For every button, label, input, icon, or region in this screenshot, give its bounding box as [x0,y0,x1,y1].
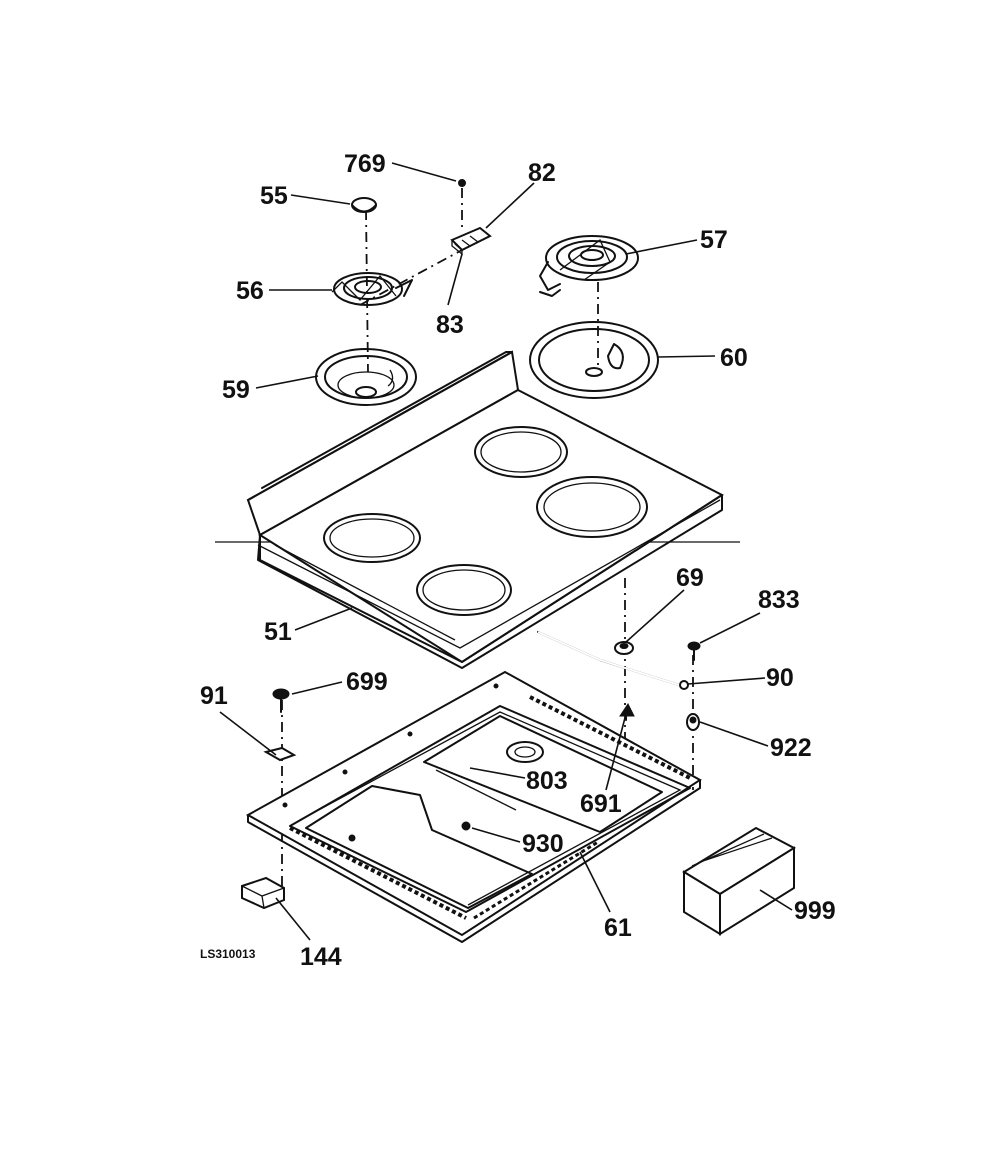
label-999: 999 [794,897,836,925]
label-91: 91 [200,682,228,710]
grommet-69[interactable] [614,641,634,655]
screw-833[interactable] [687,641,701,661]
coil-element-57[interactable] [539,235,639,297]
label-82: 82 [528,159,556,187]
label-51: 51 [264,618,292,646]
label-69: 69 [676,564,704,592]
coil-element-56[interactable] [331,272,413,306]
cooktop-51[interactable] [246,350,724,669]
label-930: 930 [522,830,564,858]
burner-box-61[interactable] [245,670,702,943]
label-833: 833 [758,586,800,614]
label-61: 61 [604,914,632,942]
rod-90[interactable] [537,631,689,690]
label-144: 144 [300,943,342,971]
label-55: 55 [260,182,288,210]
screw-769[interactable] [458,179,466,187]
bracket-91[interactable] [263,746,297,762]
clip-144[interactable] [241,876,285,910]
label-57: 57 [700,226,728,254]
diagram-code: LS310013 [200,947,256,961]
label-83: 83 [436,311,464,339]
fitting-691[interactable] [619,703,635,721]
terminal-block-82[interactable] [450,226,492,256]
label-56: 56 [236,277,264,305]
cap-55[interactable] [351,197,377,213]
leader-lines [219,162,793,941]
drip-bowl-60[interactable] [529,321,659,399]
label-691: 691 [580,790,622,818]
label-699: 699 [346,668,388,696]
label-803: 803 [526,767,568,795]
label-769: 769 [344,150,386,178]
part-labels: 769 82 55 57 56 83 59 60 69 833 51 90 91… [200,150,836,971]
box-999[interactable] [682,826,797,936]
label-60: 60 [720,344,748,372]
screw-699[interactable] [272,688,290,713]
drip-bowl-59[interactable] [315,348,417,406]
nut-922[interactable] [686,713,700,731]
label-90: 90 [766,664,794,692]
label-59: 59 [222,376,250,404]
label-922: 922 [770,734,812,762]
